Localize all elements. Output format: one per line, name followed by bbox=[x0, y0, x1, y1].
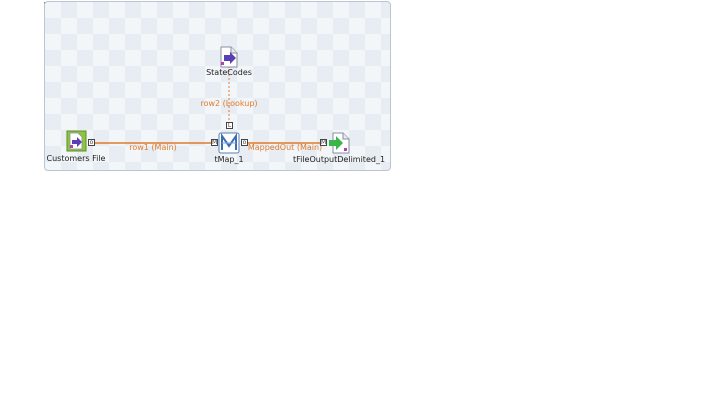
output-file-component[interactable] bbox=[328, 132, 350, 154]
lookup-port: L bbox=[226, 122, 233, 129]
statecodes-label: StateCodes bbox=[206, 68, 252, 77]
tmap-label: tMap_1 bbox=[214, 155, 244, 164]
output-input-port: M bbox=[320, 139, 327, 146]
customers-file-label: Customers File bbox=[46, 154, 106, 163]
statecodes-component[interactable] bbox=[218, 46, 240, 68]
customers-output-port: o bbox=[88, 139, 95, 146]
job-design-canvas[interactable]: StateCodes L row2 (Lookup) o Customers F… bbox=[44, 1, 391, 171]
row2-lookup-label[interactable]: row2 (Lookup) bbox=[200, 99, 258, 108]
tmap-output-port: o bbox=[241, 139, 248, 146]
file-input-icon bbox=[66, 130, 87, 152]
row1-main-label[interactable]: row1 (Main) bbox=[129, 143, 177, 152]
output-file-label: tFileOutputDelimited_1 bbox=[292, 155, 386, 164]
file-output-icon bbox=[329, 132, 350, 154]
customers-file-component[interactable] bbox=[66, 130, 88, 152]
tmap-component[interactable] bbox=[218, 132, 240, 154]
mapped-out-label[interactable]: MappedOut (Main) bbox=[247, 143, 323, 152]
connection-wires bbox=[95, 66, 327, 144]
tmap-icon bbox=[218, 132, 240, 154]
file-input-icon bbox=[220, 46, 238, 68]
tmap-input-port: M bbox=[211, 139, 218, 146]
